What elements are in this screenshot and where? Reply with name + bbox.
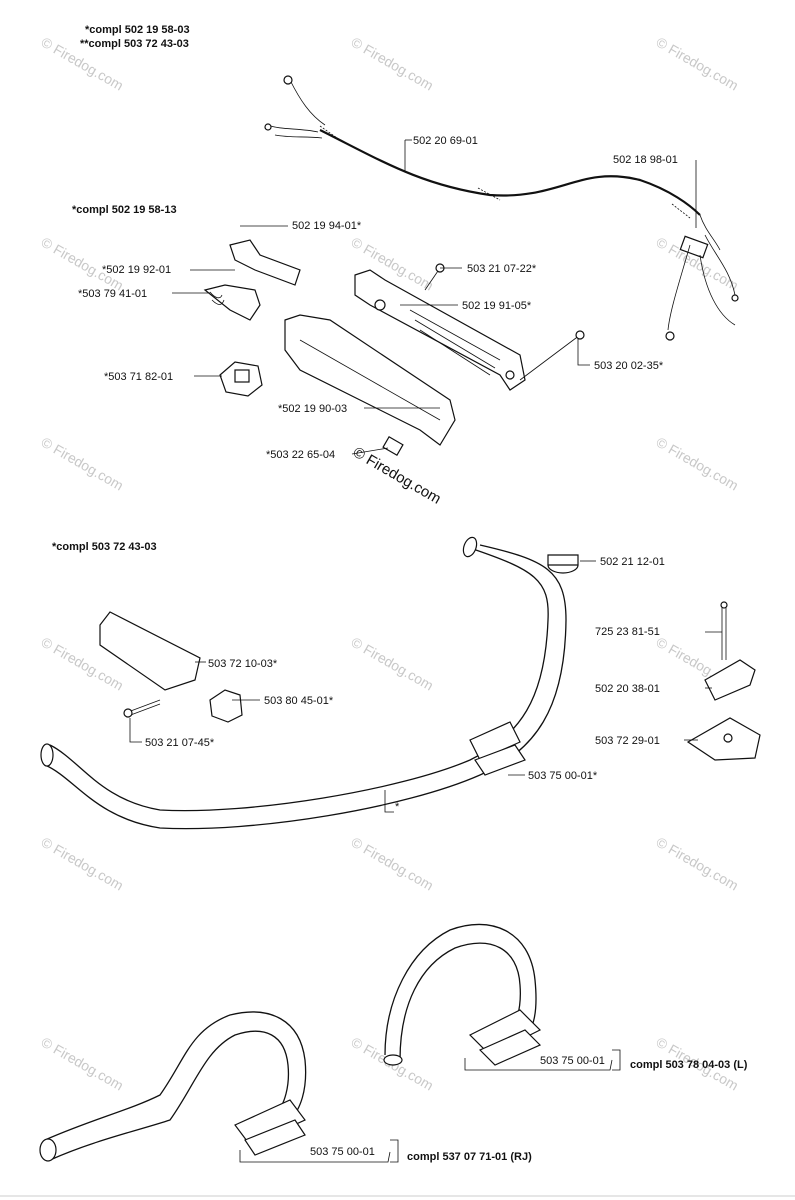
plate-503-72-29 [686, 717, 761, 761]
label-725-23-81-51: 725 23 81-51 [595, 626, 660, 638]
loop-handle-L [383, 923, 542, 1066]
label-502-19-90-03: *502 19 90-03 [278, 403, 347, 415]
watermark: © Firedog.com [39, 1034, 127, 1094]
header-compl-2: **compl 503 72 43-03 [80, 38, 189, 50]
label-502-19-94-01: 502 19 94-01* [292, 220, 362, 232]
label-503-22-65-04: *503 22 65-04 [266, 449, 335, 461]
watermark: © Firedog.com [349, 34, 437, 94]
switch-block [219, 361, 263, 397]
clamp-503-80-45 [209, 689, 243, 723]
trigger-parts [203, 239, 301, 321]
label-502-20-38-01: 502 20 38-01 [595, 683, 660, 695]
handlebar [40, 536, 567, 830]
clamp-ring-502-21-12 [547, 554, 579, 574]
header-compl-1: *compl 502 19 58-03 [85, 24, 190, 36]
loop-handle-RJ [39, 1011, 307, 1162]
label-503-75-00-01-star: 503 75 00-01* [528, 770, 598, 782]
label-503-75-00-01-L: 503 75 00-01 [540, 1055, 605, 1067]
knob-502-20-38 [704, 659, 756, 701]
label-503-72-29-01: 503 72 29-01 [595, 735, 660, 747]
label-502-21-12-01: 502 21 12-01 [600, 556, 665, 568]
label-502-19-91-05: 502 19 91-05* [462, 300, 532, 312]
label-502-19-92-01: *502 19 92-01 [102, 264, 171, 276]
watermark: © Firedog.com [654, 434, 742, 494]
label-503-21-07-45: 503 21 07-45* [145, 737, 215, 749]
label-502-20-69-01: 502 20 69-01 [413, 135, 478, 147]
watermark: © Firedog.com [349, 834, 437, 894]
watermark: © Firedog.com [39, 434, 127, 494]
label-503-72-10-03: 503 72 10-03* [208, 658, 278, 670]
watermark: © Firedog.com [654, 834, 742, 894]
label-502-18-98-01: 502 18 98-01 [613, 154, 678, 166]
label-503-20-02-35: 503 20 02-35* [594, 360, 664, 372]
screw-725-23-81 [720, 601, 728, 660]
label-503-79-41-01: *503 79 41-01 [78, 288, 147, 300]
label-star-mark: * [395, 801, 400, 813]
watermark: © Firedog.com [654, 34, 742, 94]
label-compl-RJ: compl 537 07 71-01 (RJ) [407, 1151, 532, 1163]
label-503-75-00-01-RJ: 503 75 00-01 [310, 1146, 375, 1158]
handle-housing [284, 263, 585, 457]
label-compl-L: compl 503 78 04-03 (L) [630, 1059, 748, 1071]
watermark: © Firedog.com [39, 834, 127, 894]
label-503-71-82-01: *503 71 82-01 [104, 371, 173, 383]
throttle-cable [264, 75, 739, 341]
header-compl-lower: *compl 503 72 43-03 [52, 541, 157, 553]
watermark: © Firedog.com [349, 634, 437, 694]
header-compl-mid: *compl 502 19 58-13 [72, 204, 177, 216]
bolt-503-21-07-45 [123, 699, 161, 718]
label-503-80-45-01: 503 80 45-01* [264, 695, 334, 707]
grip-cover [99, 611, 201, 691]
label-503-21-07-22: 503 21 07-22* [467, 263, 537, 275]
